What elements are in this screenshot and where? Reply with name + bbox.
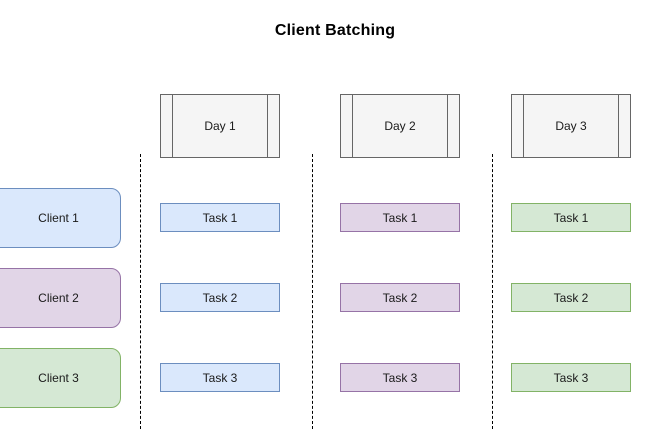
- day-header-label: Day 1: [204, 119, 236, 133]
- process-bar-right-icon: [618, 95, 619, 157]
- page-title: Client Batching: [274, 22, 396, 39]
- column-divider: [312, 154, 313, 429]
- task-box[interactable]: Task 1: [160, 203, 280, 232]
- task-box[interactable]: Task 3: [160, 363, 280, 392]
- day-header-label: Day 3: [555, 119, 587, 133]
- column-divider: [140, 154, 141, 429]
- process-bar-right-icon: [447, 95, 448, 157]
- day-header-2[interactable]: Day 2: [340, 94, 460, 158]
- day-header-3[interactable]: Day 3: [511, 94, 631, 158]
- task-box-label: Task 3: [382, 370, 418, 385]
- task-box[interactable]: Task 1: [511, 203, 631, 232]
- task-box-label: Task 3: [553, 370, 589, 385]
- column-divider: [492, 154, 493, 429]
- process-bar-right-icon: [267, 95, 268, 157]
- task-box-label: Task 2: [553, 290, 589, 305]
- day-header-label: Day 2: [384, 119, 416, 133]
- task-box[interactable]: Task 3: [340, 363, 460, 392]
- task-box-label: Task 2: [202, 290, 238, 305]
- task-box-label: Task 1: [382, 210, 418, 225]
- task-box[interactable]: Task 1: [340, 203, 460, 232]
- client-box-label: Client 1: [38, 211, 79, 225]
- task-box[interactable]: Task 2: [340, 283, 460, 312]
- task-box-label: Task 1: [553, 210, 589, 225]
- day-header-1[interactable]: Day 1: [160, 94, 280, 158]
- task-box-label: Task 2: [382, 290, 418, 305]
- client-box-1[interactable]: Client 1: [0, 188, 121, 248]
- client-box-label: Client 3: [38, 371, 79, 385]
- task-box[interactable]: Task 2: [511, 283, 631, 312]
- process-bar-left-icon: [172, 95, 173, 157]
- task-box[interactable]: Task 2: [160, 283, 280, 312]
- process-bar-left-icon: [352, 95, 353, 157]
- task-box-label: Task 3: [202, 370, 238, 385]
- process-bar-left-icon: [523, 95, 524, 157]
- client-box-2[interactable]: Client 2: [0, 268, 121, 328]
- client-box-3[interactable]: Client 3: [0, 348, 121, 408]
- task-box-label: Task 1: [202, 210, 238, 225]
- task-box[interactable]: Task 3: [511, 363, 631, 392]
- client-box-label: Client 2: [38, 291, 79, 305]
